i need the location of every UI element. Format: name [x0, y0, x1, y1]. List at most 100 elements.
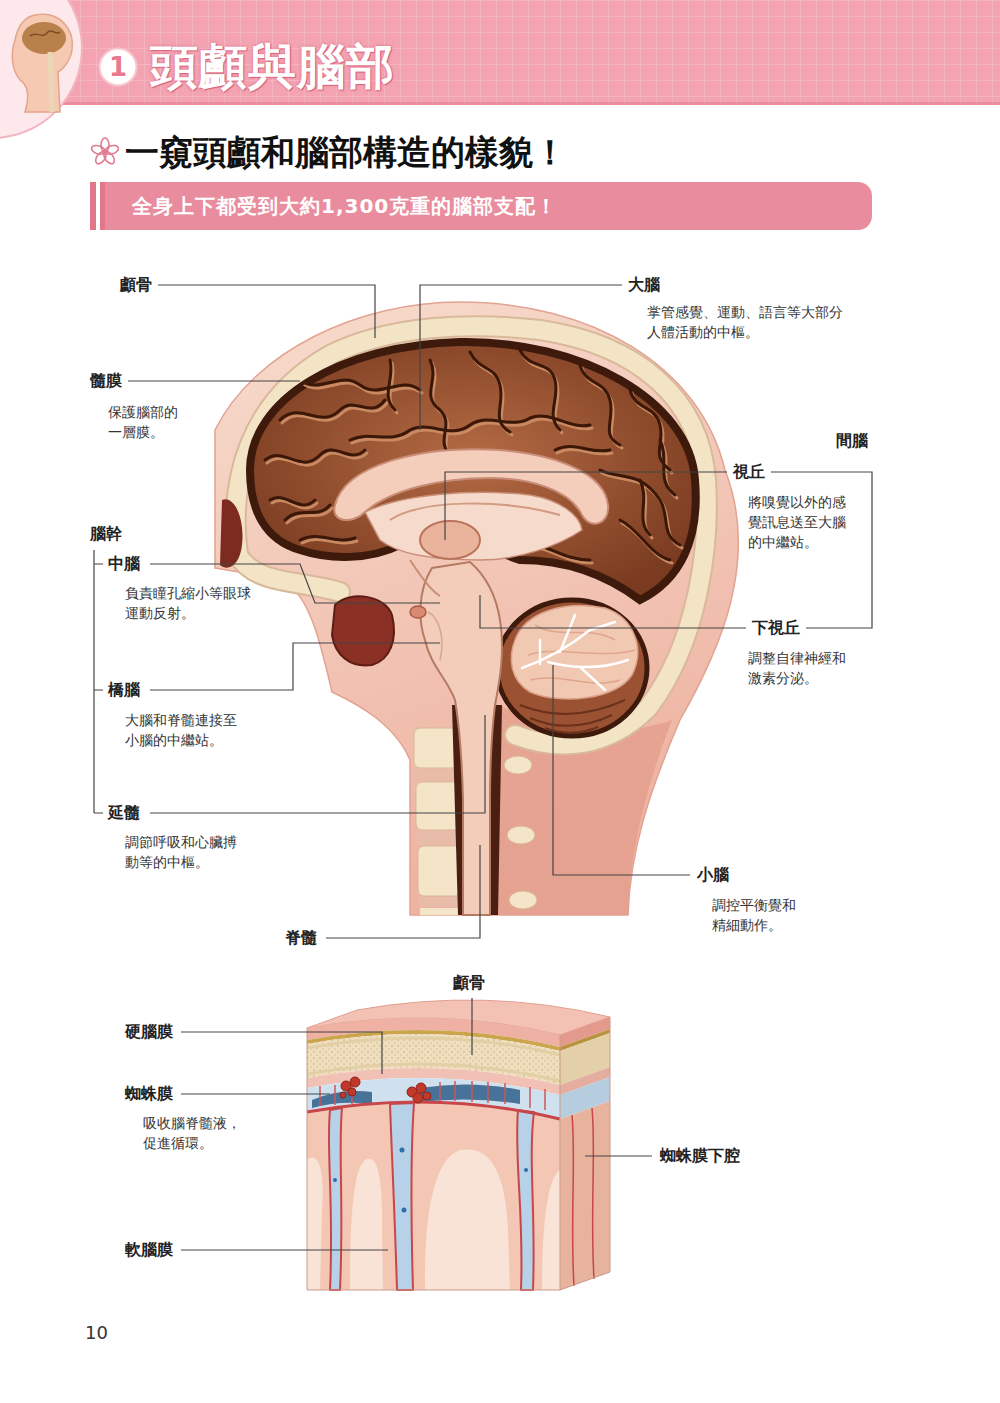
leader-line — [181, 998, 652, 1250]
leader-line — [585, 1155, 652, 1156]
pituitary — [410, 606, 426, 618]
part-label: 蜘蛛膜下腔 — [660, 1145, 740, 1167]
vertebra — [419, 897, 463, 907]
head-icon — [0, 0, 82, 138]
header-bar — [0, 0, 1000, 105]
cerebellum — [511, 606, 637, 699]
meninges-block — [307, 1157, 323, 1290]
leader-line — [181, 1032, 382, 1074]
flower-icon — [94, 150, 109, 166]
meninges-block — [560, 1101, 610, 1290]
meninges-block — [572, 1108, 594, 1286]
meninges-block — [416, 1083, 426, 1093]
part-label: 蜘蛛膜 — [125, 1083, 173, 1105]
leader-line — [480, 595, 746, 628]
vertebra — [507, 826, 535, 844]
meninges-block — [400, 1148, 405, 1153]
leader-line — [181, 1093, 330, 1094]
meninges-block — [350, 1159, 383, 1290]
part-label: 間腦 — [836, 430, 868, 452]
header-bar — [0, 102, 1000, 105]
meninges-block — [425, 1149, 510, 1290]
meninges-block — [423, 1092, 431, 1100]
page-title: 頭顱與腦部 — [150, 34, 395, 98]
vertebra — [417, 831, 461, 845]
flower-icon — [103, 150, 107, 154]
meninges-block — [390, 1103, 414, 1290]
part-description: 調控平衡覺和 精細動作。 — [712, 895, 810, 935]
flower-icon — [90, 138, 119, 166]
flower-icon — [102, 150, 117, 166]
vertebra — [420, 908, 464, 915]
part-label: 顱骨 — [120, 274, 152, 296]
diencephalon — [365, 492, 582, 560]
leader-line — [94, 550, 103, 813]
head-icon — [30, 31, 60, 36]
meninges-block — [517, 1110, 534, 1290]
meninges-block — [524, 1168, 528, 1172]
head-icon — [50, 52, 52, 112]
header-bar — [0, 0, 1000, 104]
part-description: 大腦和脊髓連接至 小腦的中繼站。 — [125, 710, 251, 750]
part-label: 中腦 — [108, 553, 140, 575]
part-label: 脊髓 — [285, 927, 317, 949]
part-label: 小腦 — [697, 864, 729, 886]
sphenoid-sinus — [332, 596, 394, 665]
part-description: 保護腦部的 一層膜。 — [108, 402, 192, 442]
headline-banner: 全身上下都受到大約1,300克重的腦部支配！ — [90, 182, 872, 230]
part-label: 視丘 — [733, 461, 765, 483]
leader-line — [94, 285, 872, 938]
meninges-block — [350, 1077, 360, 1087]
part-label: 硬腦膜 — [125, 1021, 173, 1043]
part-label: 延髓 — [108, 802, 140, 824]
meninges-block — [348, 1088, 356, 1096]
thalamus — [420, 521, 480, 559]
number-circle — [100, 49, 137, 86]
head-section — [215, 302, 738, 915]
vertebra — [416, 782, 460, 830]
part-description: 負責瞳孔縮小等眼球 運動反射。 — [125, 583, 265, 623]
cerebrum — [250, 342, 696, 600]
vertebra — [504, 756, 532, 774]
leader-line — [553, 665, 690, 875]
cerebellum — [497, 600, 647, 736]
meninges-block — [340, 1077, 431, 1103]
meninges-block — [340, 1092, 346, 1098]
part-label: 大腦 — [628, 274, 660, 296]
meninges-block — [329, 1108, 342, 1290]
flower-icon — [90, 144, 106, 156]
meninges-block — [542, 1170, 560, 1290]
subtitle: 一窺頭顱和腦部構造的樣貌！ — [125, 130, 567, 174]
vertebra — [415, 769, 459, 781]
meninges-block — [307, 1017, 610, 1290]
vertebra — [414, 728, 458, 768]
brainstem — [420, 562, 502, 915]
part-label: 軟腦膜 — [125, 1239, 173, 1261]
meninges-block — [307, 1102, 560, 1290]
leader-line — [150, 715, 485, 813]
hypothalamus — [410, 560, 440, 596]
leader-line — [326, 845, 480, 938]
leader-line — [158, 285, 375, 338]
cerebellum — [497, 600, 647, 736]
leader-line — [150, 643, 440, 690]
leader-line — [471, 998, 472, 1055]
cerebellum — [528, 625, 635, 683]
cerebellum — [520, 700, 625, 733]
leader-line — [181, 1249, 388, 1250]
page-number: 10 — [85, 1322, 108, 1344]
leader-line — [420, 285, 622, 430]
head-icon — [12, 14, 72, 112]
meninges-block — [307, 1102, 560, 1119]
header-bar — [0, 0, 1000, 104]
part-label: 髓膜 — [90, 370, 122, 392]
head-icon — [0, 0, 82, 138]
skin — [215, 302, 738, 915]
cerebral-gyri — [265, 350, 682, 563]
pons-line — [428, 612, 442, 660]
part-description: 將嗅覺以外的感 覺訊息送至大腦 的中繼站。 — [748, 492, 860, 552]
leader-line — [128, 380, 300, 381]
section-number: 1 — [98, 47, 138, 87]
meninges-block — [333, 1178, 337, 1182]
